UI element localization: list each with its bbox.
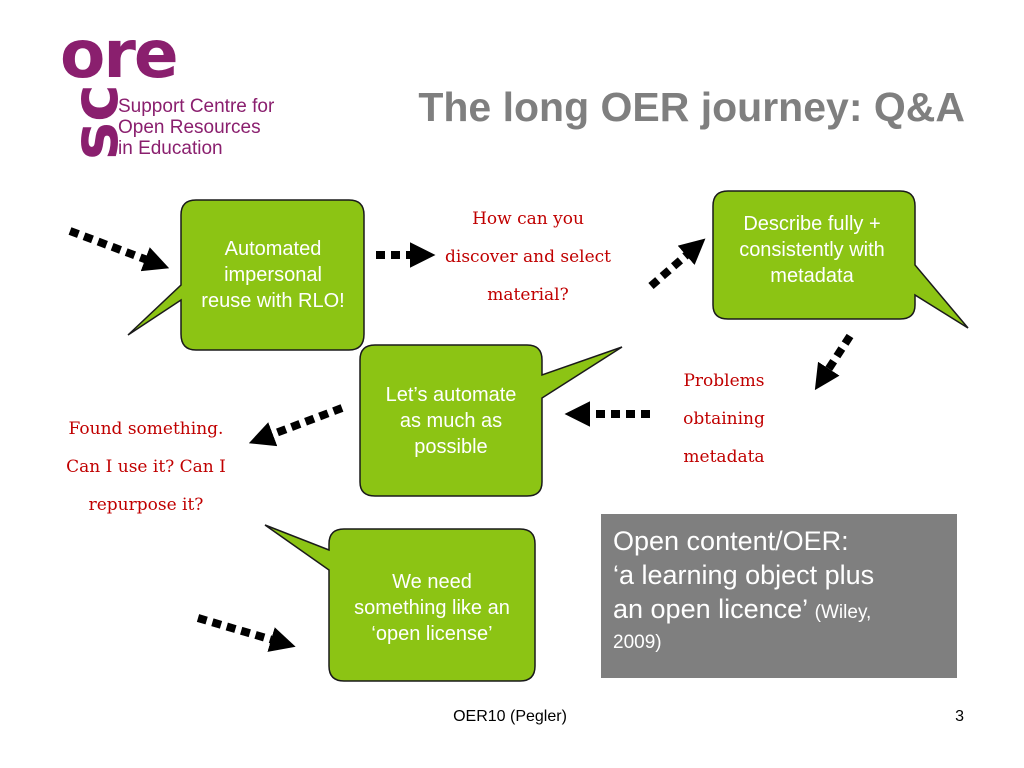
quote-line-3: an open licence’: [613, 594, 808, 624]
bubble-2-shape: [712, 190, 969, 329]
bubble-3-shape: [359, 344, 623, 497]
question-2-line-3: metadata: [683, 447, 765, 467]
question-3: Found something. Can I use it? Can I rep…: [36, 410, 256, 524]
arrow-bubble-2-to-question-2: [814, 333, 854, 391]
bubble-1-text: Automated impersonal reuse with RLO!: [201, 238, 345, 312]
logo-line-3: in Education: [118, 138, 223, 159]
question-2: Problems obtaining metadata: [664, 362, 784, 476]
arrow-into-bubble-4: [196, 614, 296, 652]
arrow-question-1-to-bubble-2: [648, 238, 706, 290]
question-3-line-2: Can I use it? Can I: [66, 457, 226, 477]
logo-text: Support Centre for Open Resources in Edu…: [118, 96, 274, 159]
bubble-3-text: Let’s automate as much as possible: [385, 384, 517, 458]
question-1-line-3: material?: [487, 285, 569, 305]
quote-line-1: Open content/OER:: [613, 526, 849, 556]
question-3-line-1: Found something.: [68, 419, 224, 439]
quote-line-3-wrap: an open licence’ (Wiley,: [613, 592, 945, 630]
bubble-2-text: Describe fully + consistently with metad…: [739, 213, 885, 287]
bubble-4-text: We need something like an ‘open license’: [354, 571, 510, 645]
bubble-1-shape: [127, 199, 365, 351]
bubble-4-shape: [264, 524, 536, 682]
footer-label: OER10 (Pegler): [453, 708, 567, 725]
arrow-into-bubble-1: [68, 227, 170, 272]
logo-line-2: Open Resources: [118, 117, 261, 138]
logo-mark-ore: ore: [60, 16, 179, 93]
score-logo: ore sc Support Centre for Open Resources…: [56, 22, 306, 166]
page-number: 3: [955, 708, 964, 725]
question-2-line-2: obtaining: [683, 409, 765, 429]
question-1-line-1: How can you: [472, 209, 584, 229]
question-2-line-1: Problems: [683, 371, 765, 391]
quote-year: 2009): [613, 632, 662, 653]
quote-line-2: ‘a learning object plus: [613, 560, 875, 590]
arrow-bubble-3-to-question-3: [248, 404, 344, 447]
logo-line-1: Support Centre for: [118, 96, 275, 117]
question-1-line-2: discover and select: [445, 247, 611, 267]
slide-title: The long OER journey: Q&A: [418, 84, 965, 130]
question-1: How can you discover and select material…: [418, 200, 638, 314]
quote-citation: (Wiley,: [814, 602, 872, 623]
oer-definition-box: Open content/OER: ‘a learning object plu…: [601, 514, 957, 678]
question-3-line-3: repurpose it?: [88, 495, 204, 515]
